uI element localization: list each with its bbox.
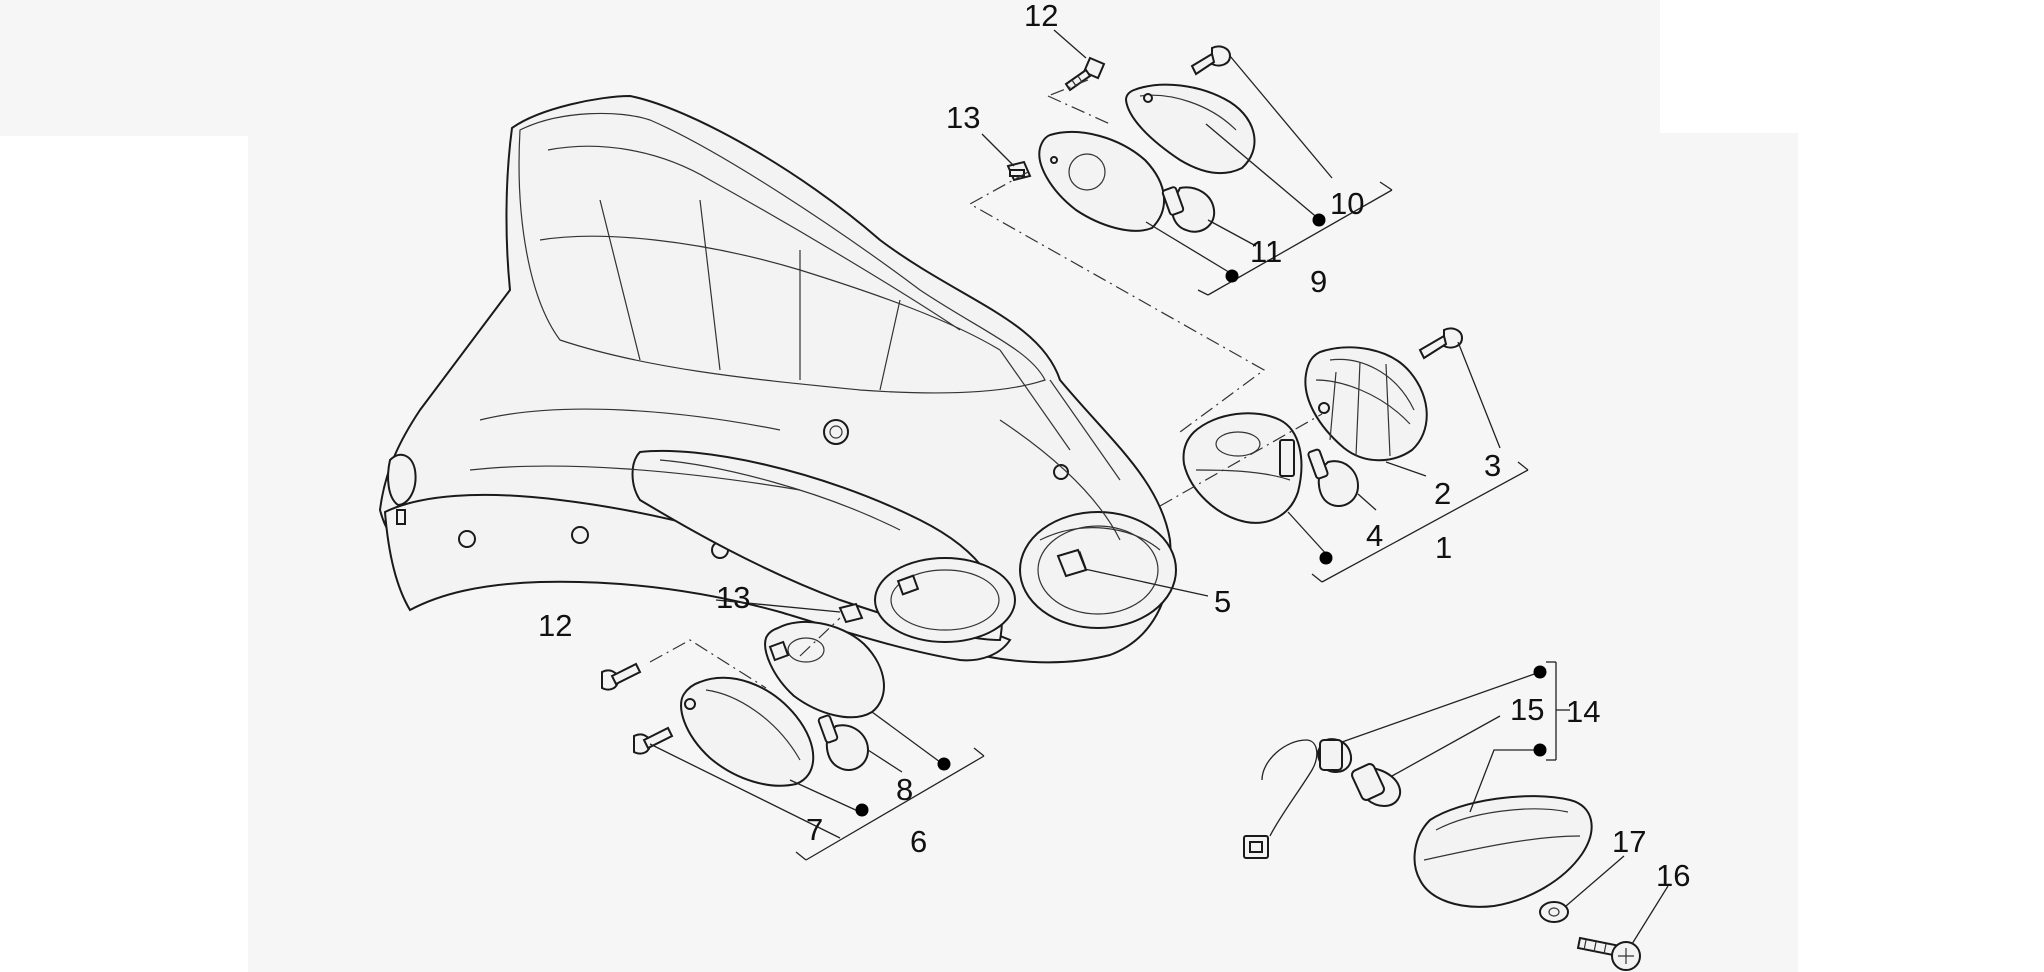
callout-14: 14	[1566, 694, 1600, 729]
middle-signal-group	[1079, 327, 1529, 597]
background-panel-top	[0, 0, 1660, 136]
callout-5: 5	[1214, 584, 1231, 619]
callout-1: 1	[1435, 530, 1452, 565]
callout-11: 11	[1250, 234, 1282, 269]
callout-13-lower: 13	[716, 580, 750, 615]
callout-9: 9	[1310, 264, 1327, 299]
callout-13-upper: 13	[946, 100, 980, 135]
callout-10: 10	[1330, 186, 1364, 221]
callout-17: 17	[1612, 824, 1646, 859]
callout-3: 3	[1484, 448, 1501, 483]
callout-8: 8	[896, 772, 913, 807]
front-shield-body	[378, 94, 1177, 664]
callout-2: 2	[1434, 476, 1451, 511]
lower-signal-group	[601, 599, 985, 861]
callout-15: 15	[1510, 692, 1544, 727]
callout-7: 7	[806, 812, 823, 847]
callout-labels: 1 2 3 4 5 6 7 8 9 10 11 12 12 13 13 14 1…	[538, 0, 1690, 893]
callout-12-upper: 12	[1024, 0, 1058, 33]
upper-signal-group	[968, 29, 1393, 433]
callout-12-lower: 12	[538, 608, 572, 643]
callout-16: 16	[1656, 858, 1690, 893]
callout-4: 4	[1366, 518, 1383, 553]
rear-light-group	[1243, 661, 1669, 971]
clip-5	[1056, 548, 1088, 578]
callout-6: 6	[910, 824, 927, 859]
